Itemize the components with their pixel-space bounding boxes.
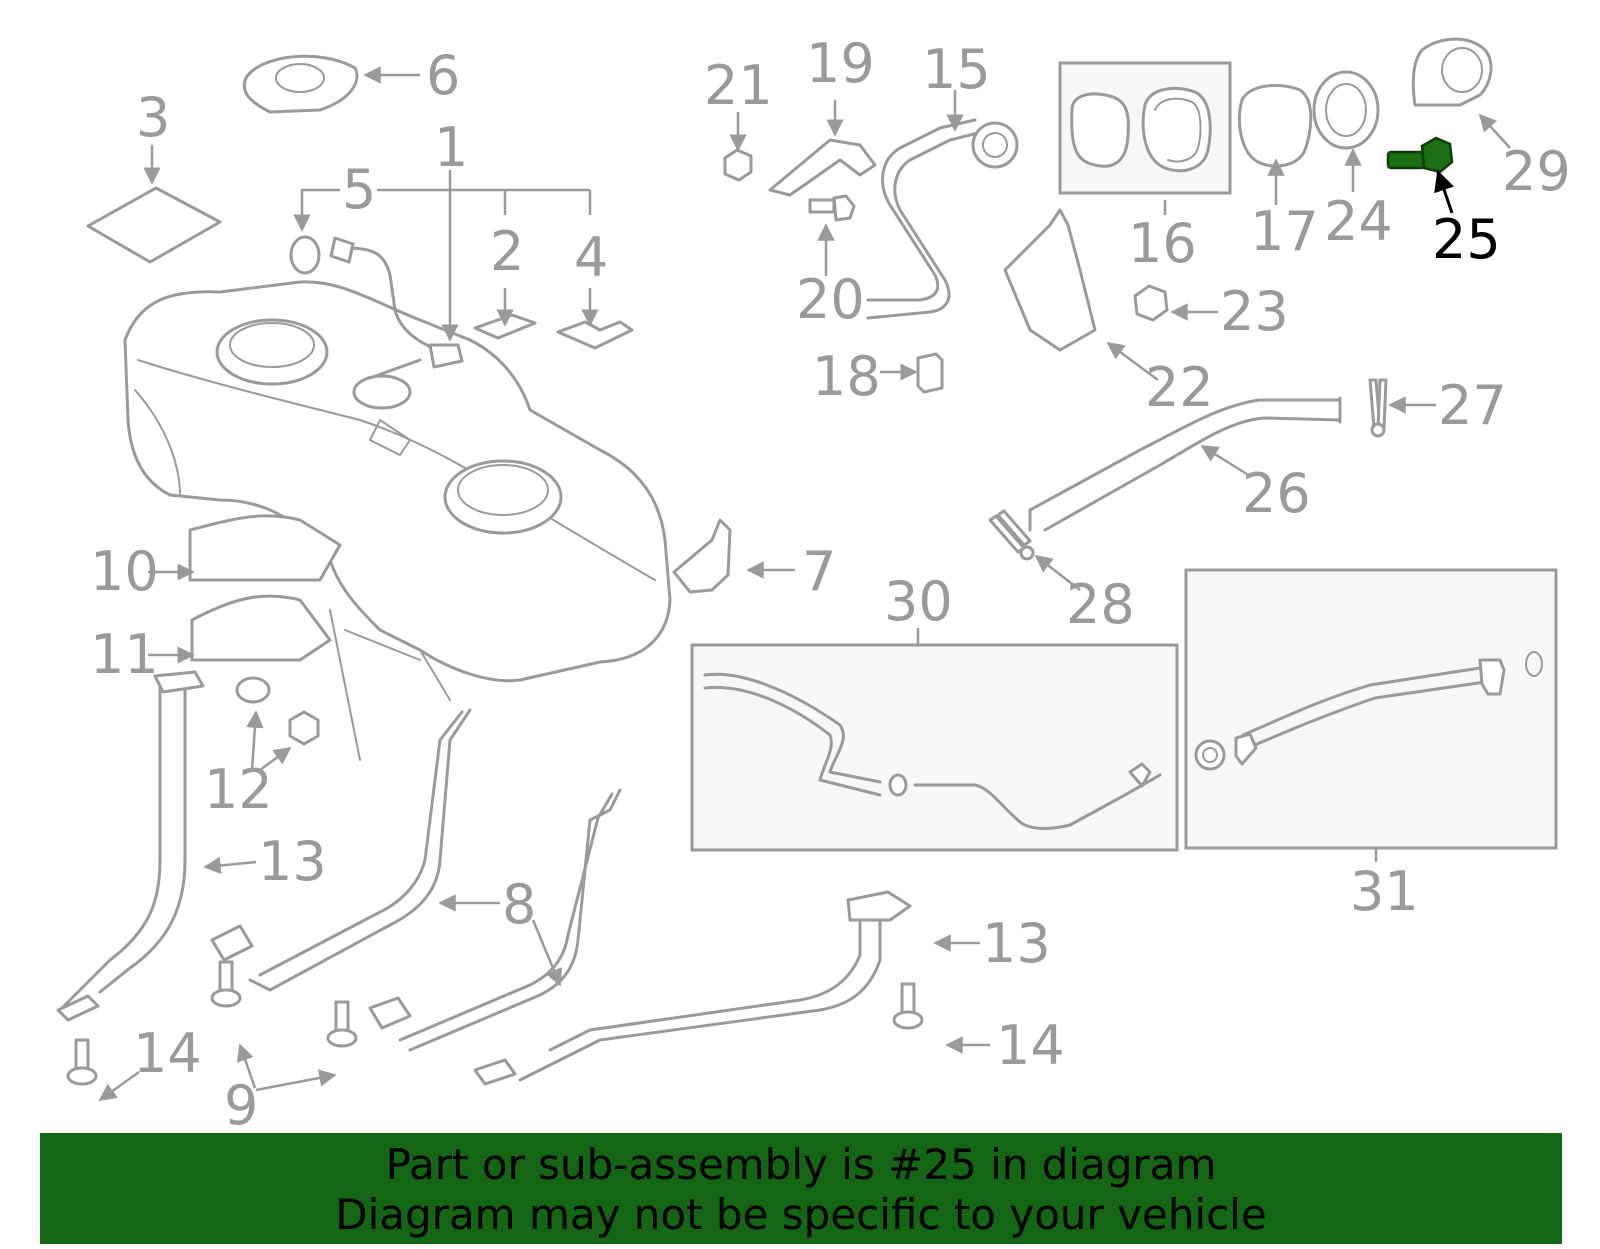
callout-28: 28 [1066, 573, 1135, 636]
pad-part-3 [86, 186, 222, 264]
bracket-part-22 [1003, 208, 1097, 352]
callout-9: 9 [224, 1074, 258, 1130]
callout-12: 12 [204, 758, 273, 821]
callout-16: 16 [1128, 212, 1197, 275]
info-banner: Part or sub-assembly is #25 in diagram D… [40, 1133, 1562, 1244]
callout-25-highlighted: 25 [1432, 208, 1501, 271]
filler-pipe-part-15 [866, 118, 1019, 320]
callout-17: 17 [1250, 200, 1319, 263]
callout-21: 21 [704, 54, 773, 117]
screw-part-20 [808, 194, 856, 222]
tank-hoses [289, 235, 464, 380]
callout-20: 20 [796, 268, 865, 331]
callout-7: 7 [802, 540, 836, 603]
callout-4: 4 [574, 226, 608, 289]
grommet-part-12 [235, 676, 320, 746]
kit-box-part-31 [1184, 568, 1558, 850]
clamp-part-28 [988, 509, 1035, 561]
clip-part-18 [916, 352, 944, 394]
callout-29: 29 [1502, 140, 1571, 203]
nut-part-23 [1133, 284, 1169, 322]
callout-10: 10 [90, 540, 159, 603]
callout-26: 26 [1242, 462, 1311, 525]
callout-14a: 14 [133, 1022, 202, 1085]
fuel-tank [123, 280, 672, 761]
banner-line-1: Part or sub-assembly is #25 in diagram [385, 1140, 1217, 1189]
callout-8: 8 [502, 873, 536, 936]
cover-part-6 [242, 54, 359, 114]
callout-13a: 13 [258, 830, 327, 893]
hose-part-26 [1028, 398, 1342, 532]
kit-box-part-30 [690, 643, 1179, 852]
callout-11: 11 [90, 623, 159, 686]
shield-part-11 [190, 594, 332, 662]
callout-19: 19 [806, 32, 875, 95]
banner-line-2: Diagram may not be specific to your vehi… [335, 1190, 1267, 1239]
callout-31: 31 [1350, 860, 1419, 923]
gaskets-part-16 [1070, 86, 1212, 173]
callout-5: 5 [342, 158, 376, 221]
pad-part-4 [556, 320, 634, 350]
callout-13b: 13 [982, 912, 1051, 975]
callout-23: 23 [1220, 280, 1289, 343]
leader-lines [98, 66, 1511, 1102]
callout-22: 22 [1145, 356, 1214, 419]
callout-3: 3 [136, 86, 170, 149]
callout-1: 1 [434, 116, 468, 179]
callout-27: 27 [1438, 374, 1507, 437]
bracket-part-7 [672, 518, 732, 594]
fuel-line-part-30 [703, 672, 1162, 830]
bolt-part-25-highlighted [1386, 136, 1454, 174]
tank-straps [56, 670, 912, 1086]
filler-door-part-29 [1411, 37, 1493, 107]
gasket-part-17 [1237, 83, 1313, 168]
seal-part-24 [1312, 70, 1380, 150]
shield-part-10 [188, 514, 342, 582]
callout-24: 24 [1324, 190, 1393, 253]
bracket-part-19 [768, 138, 877, 197]
callout-6: 6 [426, 44, 460, 107]
nut-part-21 [723, 148, 753, 182]
callout-18: 18 [812, 345, 881, 408]
callout-30: 30 [884, 570, 953, 633]
fuel-line-part-31 [1194, 651, 1543, 771]
callout-2: 2 [490, 220, 524, 283]
callout-15: 15 [922, 38, 991, 101]
callout-14b: 14 [996, 1014, 1065, 1077]
parts-diagram: 1 2 3 4 5 6 7 8 9 10 11 12 13 13 14 14 1… [56, 32, 1571, 1130]
clamp-part-27 [1368, 378, 1388, 438]
bolts-part-9-14 [66, 960, 924, 1086]
callout-labels: 1 2 3 4 5 6 7 8 9 10 11 12 13 13 14 14 1… [90, 32, 1571, 1130]
